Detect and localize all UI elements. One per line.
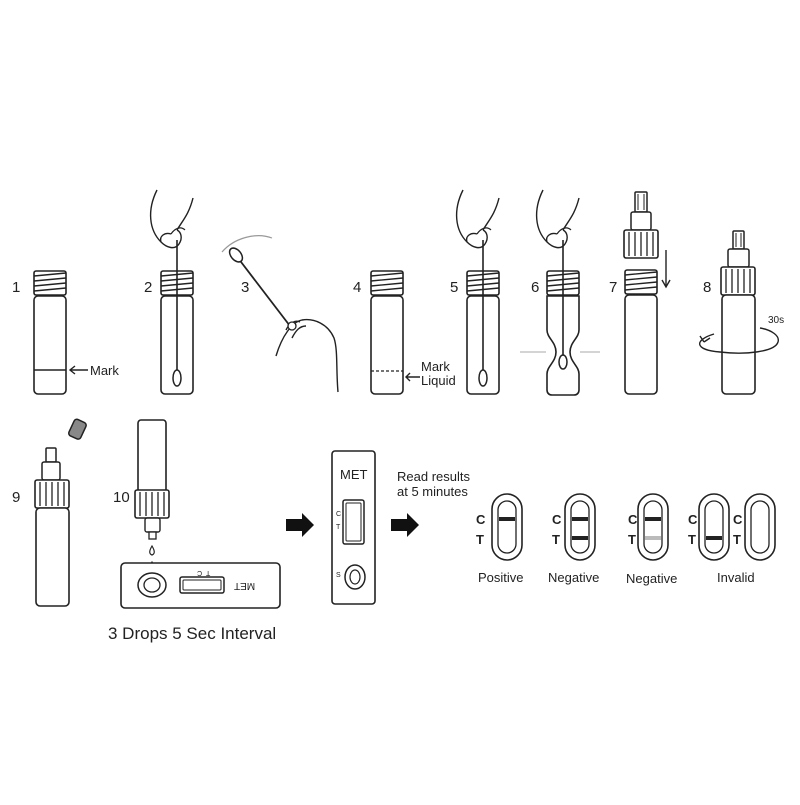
t-line [645, 536, 661, 540]
result-label-positive: Positive [478, 570, 524, 585]
result-window-4 [698, 493, 730, 561]
step6-squeezed-tube [520, 189, 600, 396]
result-window-inner [704, 500, 724, 554]
cassette-horizontal-c-letter: C [197, 569, 203, 576]
read-results-line-2: at 5 minutes [397, 484, 468, 499]
step-number-7: 7 [609, 279, 618, 296]
result-label-negative-1: Negative [548, 570, 600, 585]
result-label-negative-2: Negative [626, 571, 678, 586]
result-window-1 [491, 493, 523, 561]
step-number-9: 9 [12, 489, 21, 506]
step-number-8: 8 [703, 279, 712, 296]
c-line [499, 517, 515, 521]
step-number-5: 5 [450, 279, 459, 296]
cassette-vertical [331, 450, 376, 605]
result3-t-letter: T [628, 532, 636, 547]
read-results-line-1: Read results [397, 469, 470, 484]
step-number-10: 10 [113, 489, 130, 506]
result-window-inner [570, 500, 590, 554]
result-window-5 [744, 493, 776, 561]
step1-tube [33, 270, 88, 395]
t-line [706, 536, 722, 540]
arrow-right-icon [286, 513, 314, 537]
step8-time-label: 30s [768, 315, 785, 326]
cassette-horizontal [120, 562, 281, 609]
step-number-4: 4 [353, 279, 362, 296]
result-label-invalid: Invalid [717, 570, 755, 585]
step9-tube-with-dropper [34, 418, 87, 607]
arrow-right-icon [391, 513, 419, 537]
c-line [645, 517, 661, 521]
result-window-3 [637, 493, 669, 561]
cassette-vertical-s-letter: S [336, 572, 341, 579]
step7-attach-dropper-cap [623, 191, 671, 395]
step4-liquid-label: Liquid [421, 373, 456, 388]
result2-c-letter: C [552, 512, 562, 527]
cassette-vertical-t-letter: T [336, 524, 341, 531]
result5-c-letter: C [733, 512, 743, 527]
step4-mark-label: Mark [421, 359, 450, 374]
step4-tube-mark-liquid [370, 270, 420, 395]
step-number-1: 1 [12, 279, 21, 296]
cassette-vertical-c-letter: C [336, 511, 342, 518]
result-windows [491, 493, 776, 561]
result5-t-letter: T [733, 532, 741, 547]
result-window-inner [497, 500, 517, 554]
cassette-vertical-label: MET [340, 467, 368, 482]
step10-dropping-sample [134, 419, 170, 572]
drops-caption: 3 Drops 5 Sec Interval [108, 624, 277, 643]
result3-c-letter: C [628, 512, 638, 527]
result1-c-letter: C [476, 512, 486, 527]
step-number-6: 6 [531, 279, 540, 296]
step8-shake-tube [699, 230, 779, 395]
result1-t-letter: T [476, 532, 484, 547]
result4-c-letter: C [688, 512, 698, 527]
c-line [572, 517, 588, 521]
result4-t-letter: T [688, 532, 696, 547]
t-line [572, 536, 588, 540]
step2-tube-with-swab [149, 189, 194, 395]
step-number-2: 2 [144, 279, 153, 296]
step3-swab-in-hand [221, 235, 339, 393]
cassette-horizontal-label: MET [234, 580, 256, 591]
result2-t-letter: T [552, 532, 560, 547]
result-window-inner [750, 500, 770, 554]
step5-tube-with-swab [455, 189, 500, 395]
step-number-3: 3 [241, 279, 250, 296]
result-window-2 [564, 493, 596, 561]
result-window-inner [643, 500, 663, 554]
cassette-horizontal-t-letter: T [206, 569, 211, 576]
step1-mark-label: Mark [90, 363, 119, 378]
